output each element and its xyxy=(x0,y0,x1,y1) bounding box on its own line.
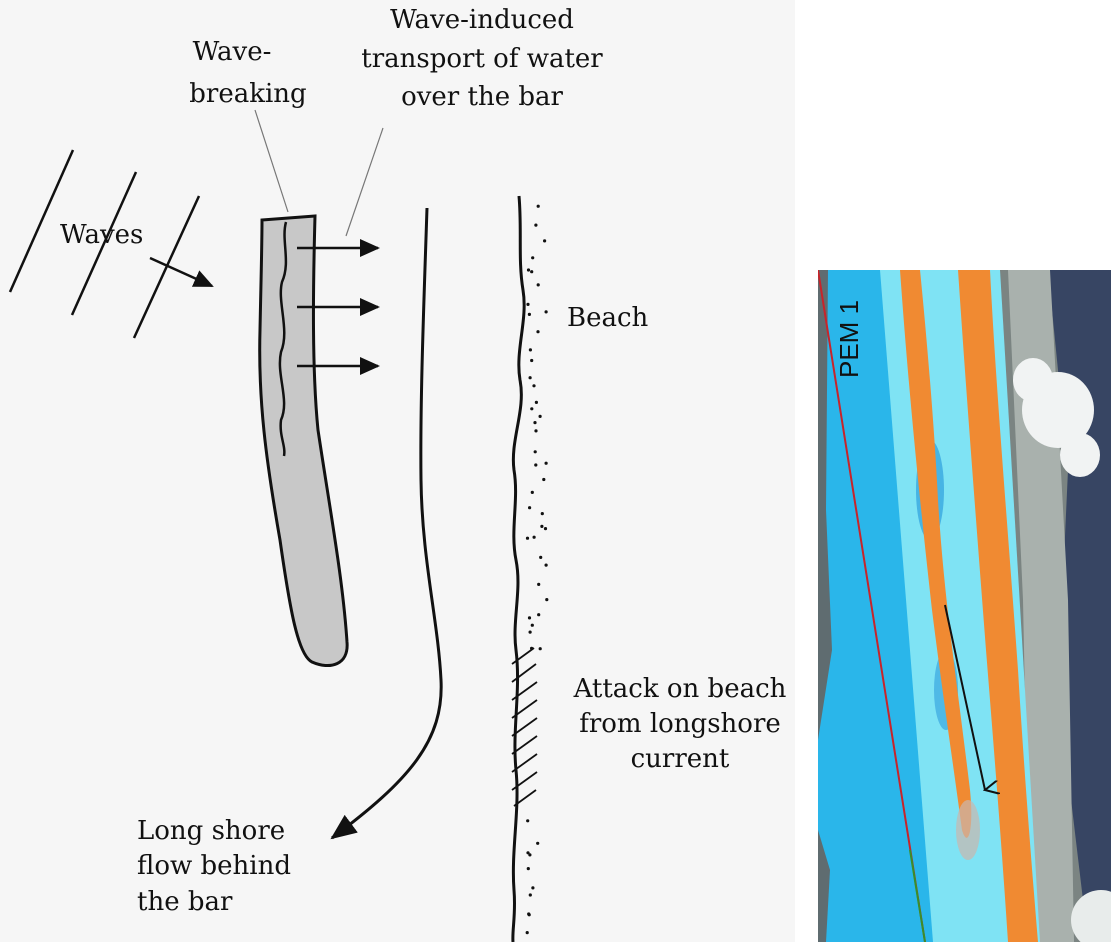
profile-label: PEM 1 xyxy=(834,300,864,378)
sand-dot xyxy=(540,525,543,528)
sand-dot xyxy=(544,527,547,530)
schematic-diagram: Wave- breaking Wave-induced transport of… xyxy=(0,0,795,942)
sand-dot xyxy=(528,506,531,509)
sand-patch xyxy=(956,800,980,860)
sand-dot xyxy=(531,256,534,259)
shoreline xyxy=(513,196,524,942)
label-attack-line1: Attack on beach xyxy=(573,674,787,704)
beach-sand-dots xyxy=(526,205,549,935)
sand-dot xyxy=(528,313,531,316)
sand-dot xyxy=(534,463,537,466)
label-longshore-flow-line2: flow behind xyxy=(137,851,291,881)
sand-dot xyxy=(543,239,546,242)
sand-dot xyxy=(529,631,532,634)
sand-bar xyxy=(260,216,347,666)
wave-crest-line xyxy=(134,196,199,338)
sand-dot xyxy=(534,450,537,453)
sand-dot xyxy=(529,893,532,896)
sand-dot xyxy=(531,886,534,889)
label-beach: Beach xyxy=(567,303,649,333)
label-transport-line1: Wave-induced xyxy=(390,5,574,35)
sand-dot xyxy=(527,867,530,870)
label-longshore-flow-line3: the bar xyxy=(137,887,233,917)
sand-dot xyxy=(533,536,536,539)
sand-dot xyxy=(532,384,535,387)
sand-dot xyxy=(535,401,538,404)
sand-dot xyxy=(530,359,533,362)
sand-dot xyxy=(539,415,542,418)
sand-dot xyxy=(545,564,548,567)
sand-dot xyxy=(539,647,542,650)
aerial-photo-svg: PEM 1 xyxy=(818,270,1111,942)
sand-dot xyxy=(531,491,534,494)
sand-dot xyxy=(539,556,542,559)
label-longshore-flow-line1: Long shore xyxy=(137,816,285,846)
sand-dot xyxy=(526,537,529,540)
sand-dot xyxy=(529,376,532,379)
transport-leader-line xyxy=(346,128,383,236)
sand-dot xyxy=(537,583,540,586)
sand-dot xyxy=(530,407,533,410)
sand-dot xyxy=(533,421,536,424)
label-wave-breaking-line2: breaking xyxy=(189,79,306,109)
aerial-photo: PEM 1 xyxy=(818,270,1111,942)
label-transport-line3: over the bar xyxy=(401,82,563,112)
sand-dot xyxy=(536,842,539,845)
sand-dot xyxy=(529,348,532,351)
sand-dot xyxy=(534,224,537,227)
sand-dot xyxy=(526,851,529,854)
sand-dot xyxy=(528,616,531,619)
sand-dot xyxy=(526,819,529,822)
sand-dot xyxy=(527,268,530,271)
cloud-puff xyxy=(1013,358,1053,402)
label-waves: Waves xyxy=(60,220,143,250)
sand-dot xyxy=(545,598,548,601)
sand-dot xyxy=(526,303,529,306)
sand-dot xyxy=(537,283,540,286)
label-attack-line2: from longshore xyxy=(579,709,781,739)
label-wave-breaking-line1: Wave- xyxy=(193,37,272,67)
sand-dot xyxy=(530,647,533,650)
sand-dot xyxy=(537,613,540,616)
sand-dot xyxy=(537,205,540,208)
sand-dot xyxy=(531,624,534,627)
label-transport-line2: transport of water xyxy=(361,44,603,74)
sand-dot xyxy=(541,512,544,515)
sand-dot xyxy=(536,330,539,333)
sand-dot xyxy=(542,478,545,481)
schematic-svg: Wave- breaking Wave-induced transport of… xyxy=(0,0,795,942)
hatch-line xyxy=(512,664,536,682)
sand-dot xyxy=(545,462,548,465)
cloud-puff xyxy=(1060,433,1100,477)
sand-dot xyxy=(545,310,548,313)
longshore-flow-line xyxy=(332,208,441,838)
sand-dot xyxy=(528,913,531,916)
sand-dot xyxy=(526,931,529,934)
sand-dot xyxy=(534,429,537,432)
label-attack-line3: current xyxy=(631,744,730,774)
sand-dot xyxy=(530,270,533,273)
wave-breaking-leader-line xyxy=(255,110,288,212)
